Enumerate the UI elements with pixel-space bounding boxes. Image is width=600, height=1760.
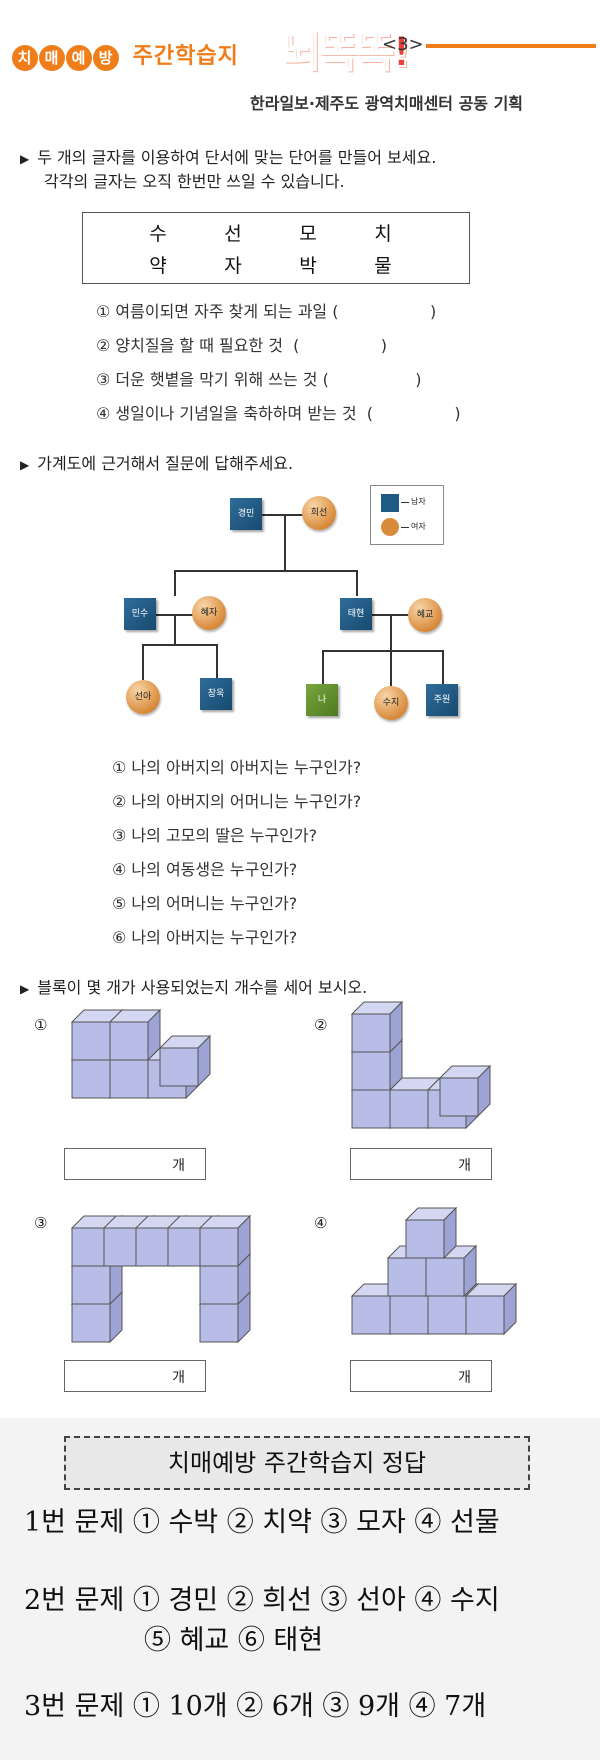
logo-char: 매 (39, 45, 65, 71)
tree-line (142, 644, 218, 646)
male-node: 창욱 (200, 678, 232, 710)
tree-line (390, 650, 392, 686)
logo-char: 방 (93, 45, 119, 71)
answer-box[interactable]: 개 (350, 1148, 492, 1180)
tree-line (356, 570, 358, 596)
letter: 모 (299, 223, 317, 245)
instruction-line: 두 개의 글자를 이용하여 단서에 맞는 단어를 만들어 보세요. (37, 148, 437, 167)
tree-line (370, 614, 414, 616)
tree-line (174, 614, 176, 644)
page-number: <3> (382, 34, 424, 55)
male-node: 민수 (124, 598, 156, 630)
legend-label: 여자 (411, 522, 426, 531)
riddle-item: ③ 더운 햇볕을 막기 위해 쓰는 것 ( ) (96, 370, 422, 389)
tree-line (284, 514, 286, 570)
tree-line (142, 644, 144, 680)
tree-question: ④ 나의 여동생은 누구인가? (112, 860, 298, 879)
male-node: 태현 (340, 598, 372, 630)
answer-box[interactable]: 개 (350, 1360, 492, 1392)
letter: 수 (149, 223, 167, 245)
female-node: 수지 (374, 686, 408, 720)
male-legend-icon (381, 494, 399, 512)
section1-instruction: ▶ 두 개의 글자를 이용하여 단서에 맞는 단어를 만들어 보세요. (20, 146, 436, 171)
tree-line (216, 644, 218, 678)
figure-number: ③ (34, 1214, 48, 1232)
answer-key-title: 치매예방 주간학습지 정답 (167, 1449, 427, 1477)
tree-legend: 남자 여자 (370, 485, 444, 545)
answer-line: 2번 문제 ① 경민 ② 희선 ③ 선아 ④ 수지 (24, 1585, 500, 1616)
letters-box: 수 선 모 치 약 자 박 물 (82, 212, 470, 284)
tree-line (174, 570, 176, 596)
unit-label: 개 (458, 1370, 471, 1386)
brand-logo: 뇌똑똑! (281, 26, 412, 77)
answer-line: 3번 문제 ① 10개 ② 6개 ③ 9개 ④ 7개 (24, 1691, 487, 1722)
male-node: 주원 (426, 684, 458, 716)
female-node: 혜교 (408, 598, 442, 632)
female-node: 희선 (302, 496, 336, 530)
tree-line (442, 650, 444, 684)
block-figure-3 (71, 1215, 251, 1343)
instruction-line: 블록이 몇 개가 사용되었는지 개수를 세어 보시오. (37, 978, 368, 997)
tree-line (390, 614, 392, 650)
block-figure-4 (351, 1207, 517, 1335)
section3-instruction: ▶ 블록이 몇 개가 사용되었는지 개수를 세어 보시오. (20, 976, 367, 1001)
riddle-item: ④ 생일이나 기념일을 축하하며 받는 것 ( ) (96, 404, 461, 423)
section2-instruction: ▶ 가계도에 근거해서 질문에 답해주세요. (20, 452, 293, 477)
unit-label: 개 (458, 1158, 471, 1174)
answer-line: ⑤ 혜교 ⑥ 태현 (144, 1625, 324, 1656)
tree-line (156, 614, 200, 616)
tree-line (174, 570, 358, 572)
credit-line: 한라일보·제주도 광역치매센터 공동 기획 (250, 94, 524, 113)
answer-box[interactable]: 개 (64, 1148, 206, 1180)
answer-key-title-box: 치매예방 주간학습지 정답 (64, 1436, 530, 1490)
tree-question: ⑤ 나의 어머니는 누구인가? (112, 894, 298, 913)
legend-dash (401, 502, 409, 503)
unit-label: 개 (172, 1370, 185, 1386)
letter: 박 (299, 255, 317, 277)
riddle-item: ① 여름이되면 자주 찾게 되는 과일 ( ) (96, 302, 437, 321)
figure-number: ④ (314, 1214, 328, 1232)
block-figures (71, 1001, 517, 1343)
female-legend-icon (381, 518, 399, 536)
figure-number: ② (314, 1016, 328, 1034)
block-figure-1 (71, 1009, 211, 1099)
tree-question: ③ 나의 고모의 딸은 누구인가? (112, 826, 318, 845)
letter: 치 (374, 223, 392, 245)
letter: 자 (224, 255, 242, 277)
unit-label: 개 (172, 1158, 185, 1174)
female-node: 선아 (126, 680, 160, 714)
letter: 약 (149, 255, 167, 277)
riddle-item: ② 양치질을 할 때 필요한 것 ( ) (96, 336, 388, 355)
tree-question: ⑥ 나의 아버지는 누구인가? (112, 928, 298, 947)
header-divider (426, 44, 596, 48)
tree-question: ② 나의 아버지의 어머니는 누구인가? (112, 792, 362, 811)
tree-question: ① 나의 아버지의 아버지는 누구인가? (112, 758, 362, 777)
bullet-triangle-icon: ▶ (20, 152, 30, 166)
logo-char: 예 (66, 45, 92, 71)
instruction-line: 가계도에 근거해서 질문에 답해주세요. (37, 454, 294, 473)
answer-line: 1번 문제 ① 수박 ② 치약 ③ 모자 ④ 선물 (24, 1507, 500, 1538)
figure-number: ① (34, 1016, 48, 1034)
bullet-triangle-icon: ▶ (20, 982, 30, 996)
tree-line (322, 650, 324, 684)
bullet-triangle-icon: ▶ (20, 458, 30, 472)
answer-box[interactable]: 개 (64, 1360, 206, 1392)
logo-char: 치 (12, 45, 38, 71)
block-figure-2 (351, 1001, 491, 1129)
legend-dash (401, 527, 409, 528)
logo-subtitle: 주간학습지 (132, 44, 239, 69)
me-node: 나 (306, 684, 338, 716)
family-tree: 경민 희선 민수 혜자 태현 혜교 선아 창욱 나 수지 주원 (0, 0, 600, 730)
letter: 물 (374, 255, 392, 277)
letter: 선 (224, 223, 242, 245)
tree-line (322, 650, 442, 652)
female-node: 혜자 (192, 596, 226, 630)
section1-instruction-2: 각각의 글자는 오직 한번만 쓰일 수 있습니다. (44, 172, 345, 191)
male-node: 경민 (230, 498, 262, 530)
legend-label: 남자 (411, 497, 426, 506)
